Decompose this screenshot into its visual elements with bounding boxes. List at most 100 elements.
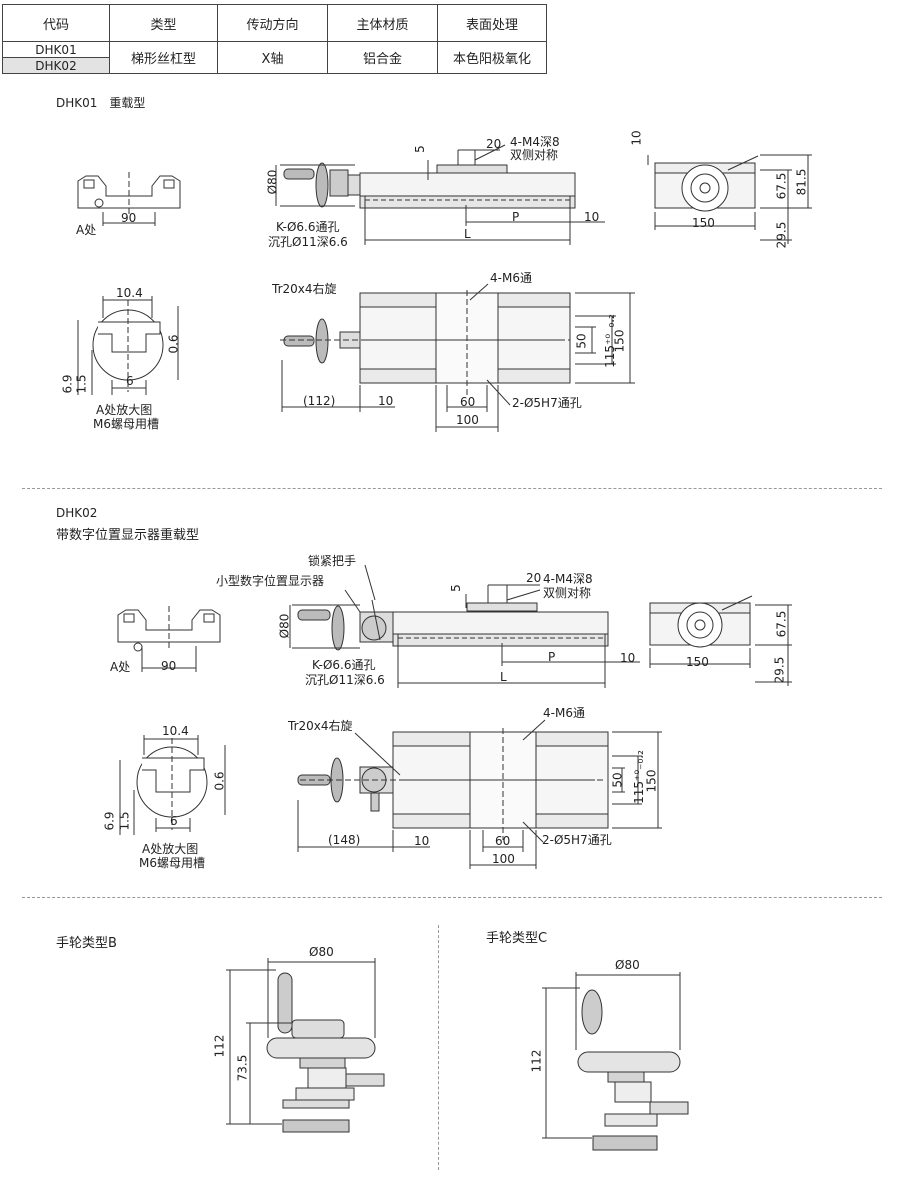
dhk02-holes-label: 2-Ø5H7通孔: [542, 833, 612, 847]
dhk01-dim-6: 6: [126, 374, 134, 388]
dhk02-m4-label: 4-M4深8: [543, 572, 593, 586]
divider: [22, 897, 882, 898]
dhk02-dim-90: 90: [161, 659, 177, 673]
dhk01-tr-label: Tr20x4右旋: [272, 282, 337, 296]
dhk02-lock-label: 锁紧把手: [308, 554, 357, 568]
table-row: DHK01 梯形丝杠型 X轴 铝合金 本色阳极氧化: [2, 41, 547, 74]
dhk02-dim-10b: 10: [414, 834, 430, 848]
dhk01-dim-p: P: [512, 210, 520, 224]
dhk02-dim-67-5: 67.5: [774, 610, 789, 638]
dhk01-end-view: [77, 172, 181, 226]
dhk01-dim-100: 100: [456, 413, 479, 427]
dhk02-dim-20: 20: [526, 571, 542, 585]
dhk01-dim-6-9: 6.9: [60, 374, 75, 394]
cell-type: 梯形丝杠型: [109, 41, 218, 74]
header-surface: 表面处理: [437, 4, 547, 42]
header-material: 主体材质: [327, 4, 438, 42]
dhk02-display-label: 小型数字位置显示器: [216, 574, 325, 588]
handwheel-b-dim-112: 112: [212, 1034, 227, 1058]
dhk02-a-label: A处: [110, 660, 131, 674]
dhk02-dim-115: 115⁺⁰₋₀.₂: [631, 750, 646, 804]
dhk01-dim-1-5: 1.5: [74, 374, 89, 394]
handwheel-b-drawing: [226, 958, 385, 1133]
dhk02-end-view: [117, 606, 221, 672]
dhk02-tr-label: Tr20x4右旋: [288, 719, 353, 733]
dhk01-dim-10: 10: [584, 210, 600, 224]
dhk01-dim-d80: Ø80: [265, 169, 280, 195]
divider-vertical: [438, 925, 439, 1170]
cell-material: 铝合金: [327, 41, 438, 74]
dhk01-title: DHK01 重载型: [56, 96, 146, 110]
dhk02-detail-title: A处放大图: [142, 842, 199, 856]
dhk01-dim-150-front: 150: [692, 216, 715, 230]
header-type: 类型: [109, 4, 218, 42]
dhk02-dim-l: L: [500, 670, 507, 684]
dhk02-dim-1-5: 1.5: [117, 811, 132, 831]
dhk02-dim-100: 100: [492, 852, 515, 866]
dhk02-dim-150-front: 150: [686, 655, 709, 669]
dhk02-dim-148: (148): [328, 833, 361, 847]
dhk01-dim-90: 90: [121, 211, 137, 225]
dhk01-holes-label: 2-Ø5H7通孔: [512, 396, 582, 410]
header-code: 代码: [2, 4, 110, 42]
dhk02-dim-29-5: 29.5: [772, 656, 787, 684]
dhk01-dim-50: 50: [574, 333, 589, 349]
dhk01-counterbore-label: 沉孔Ø11深6.6: [268, 235, 348, 249]
dhk01-detail-subtitle: M6螺母用槽: [93, 417, 159, 431]
dhk02-hole-label: K-Ø6.6通孔: [312, 658, 376, 672]
dhk01-dim-10b: 10: [378, 394, 394, 408]
dhk02-dim-5: 5: [448, 584, 463, 592]
divider: [22, 488, 882, 489]
dhk01-dim-67-5: 67.5: [774, 172, 789, 200]
dhk01-dim-l: L: [464, 227, 471, 241]
dhk02-front-view: [649, 595, 792, 686]
dhk01-both-sides: 双侧对称: [510, 148, 559, 162]
code-dhk02: DHK02: [2, 57, 110, 74]
dhk01-dim-10-4: 10.4: [116, 286, 143, 300]
dhk01-side-view: [275, 144, 605, 245]
dhk02-dim-0-6: 0.6: [212, 771, 227, 791]
cell-surface: 本色阳极氧化: [437, 41, 547, 74]
dhk01-dim-81-5: 81.5: [794, 168, 809, 196]
dhk02-dim-10-4: 10.4: [162, 724, 189, 738]
dhk02-subtitle: 带数字位置显示器重载型: [56, 528, 200, 543]
dhk01-m6-label: 4-M6通: [490, 271, 532, 285]
dhk02-dim-p: P: [548, 650, 556, 664]
dhk02-detail: [119, 735, 226, 835]
spec-table: 代码 类型 传动方向 主体材质 表面处理 DHK01 梯形丝杠型 X轴 铝合金 …: [2, 4, 547, 74]
dhk02-dim-6: 6: [170, 814, 178, 828]
table-row: DHK02: [2, 57, 547, 74]
dhk01-a-label: A处: [76, 223, 97, 237]
handwheel-c-dim-d80: Ø80: [615, 958, 640, 972]
handwheel-c-drawing: [542, 972, 689, 1151]
dhk02-dim-d80: Ø80: [277, 613, 292, 639]
handwheel-c-title: 手轮类型C: [486, 931, 548, 946]
dhk01-dim-0-6: 0.6: [166, 334, 181, 354]
dhk02-dim-60: 60: [495, 834, 511, 848]
handwheel-b-dim-d80: Ø80: [309, 945, 334, 959]
dhk01-dim-60: 60: [460, 395, 476, 409]
dhk01-dim-29-5: 29.5: [774, 221, 789, 249]
dhk02-detail-subtitle: M6螺母用槽: [139, 856, 205, 870]
dhk01-hole-label: K-Ø6.6通孔: [276, 220, 340, 234]
table-header-row: 代码 类型 传动方向 主体材质 表面处理: [2, 4, 547, 42]
dhk01-detail: [77, 296, 179, 395]
handwheel-b-dim-73-5: 73.5: [235, 1054, 250, 1082]
dhk01-m4-label: 4-M4深8: [510, 135, 560, 149]
handwheel-c-dim-112: 112: [529, 1049, 544, 1073]
dhk02-m6-label: 4-M6通: [543, 706, 585, 720]
dhk02-counterbore-label: 沉孔Ø11深6.6: [305, 673, 385, 687]
dhk01-top-view: [280, 283, 635, 432]
dhk02-dim-10: 10: [620, 651, 636, 665]
dhk01-dim-20: 20: [486, 137, 502, 151]
dhk02-side-view: [289, 564, 640, 688]
dhk02-top-view: [297, 719, 662, 869]
cell-direction: X轴: [217, 41, 328, 74]
dhk01-dim-150: 150: [612, 329, 627, 353]
dhk01-front-view: [647, 154, 812, 244]
dhk02-both-sides: 双侧对称: [543, 586, 592, 600]
dhk02-title: DHK02: [56, 506, 98, 520]
dhk01-dim-5: 5: [412, 145, 427, 153]
dhk01-dim-h10: 10: [629, 130, 644, 146]
